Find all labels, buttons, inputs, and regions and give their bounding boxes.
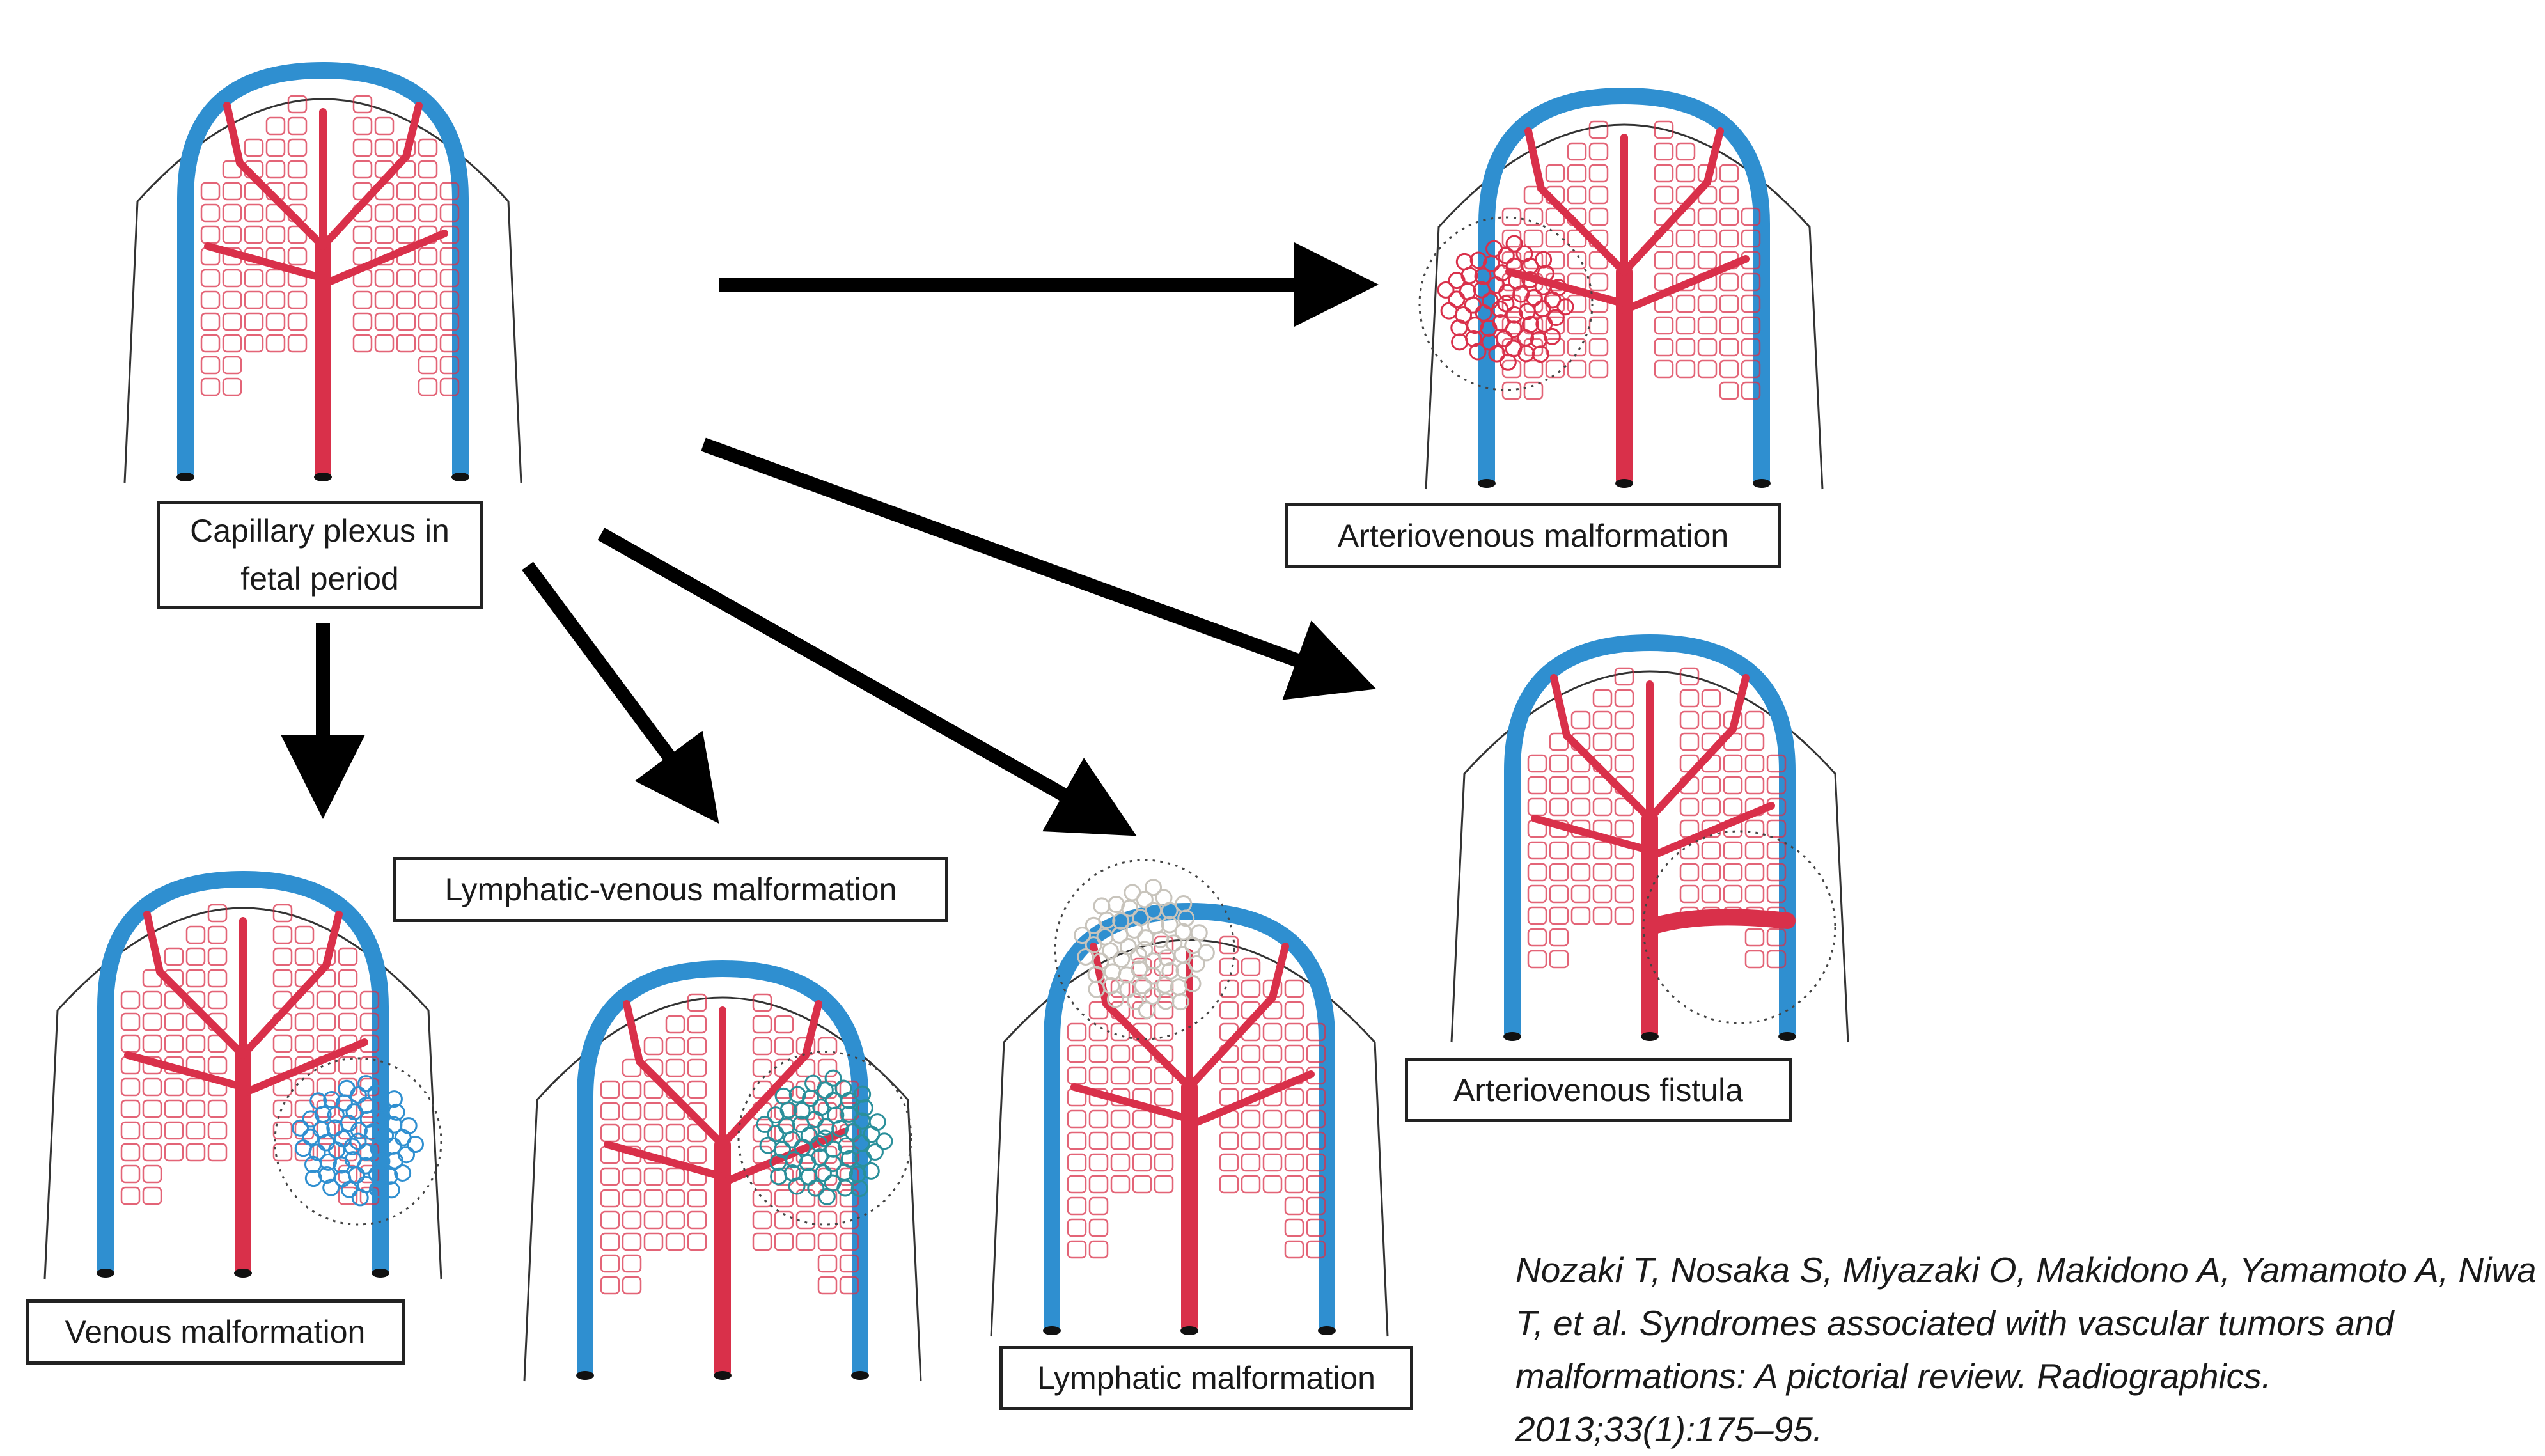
arrow-to-lymphatic-venous-malformation bbox=[528, 566, 694, 790]
vessel-opening bbox=[714, 1371, 732, 1380]
vessel-opening bbox=[97, 1269, 114, 1278]
vessel-opening bbox=[1180, 1326, 1198, 1335]
vessel-opening bbox=[451, 473, 469, 481]
lesion-lv bbox=[739, 1052, 911, 1225]
panel-arteriovenous-malformation bbox=[1420, 96, 1822, 489]
vessel-opening bbox=[576, 1371, 594, 1380]
vessel-opening bbox=[1043, 1326, 1061, 1335]
panel-venous-malformation bbox=[45, 879, 441, 1279]
vessel-opening bbox=[372, 1269, 389, 1278]
vessel-opening bbox=[234, 1269, 252, 1278]
lesion-venous bbox=[275, 1058, 441, 1225]
vessel-opening bbox=[1503, 1032, 1521, 1041]
vessel-opening bbox=[1318, 1326, 1336, 1335]
capillary-plexus-label: Capillary plexus in fetal period bbox=[157, 501, 483, 609]
lesion-lymph bbox=[1055, 860, 1234, 1039]
vessel-opening bbox=[1478, 479, 1496, 488]
arteriovenous-fistula-label: Arteriovenous fistula bbox=[1405, 1058, 1792, 1122]
vessel-opening bbox=[314, 473, 332, 481]
lesion-fistula bbox=[1643, 831, 1835, 1023]
lymphatic-malformation-label: Lymphatic malformation bbox=[999, 1346, 1413, 1410]
vessel-opening bbox=[851, 1371, 869, 1380]
citation-text: Nozaki T, Nosaka S, Miyazaki O, Makidono… bbox=[1515, 1244, 2539, 1456]
lesion-av bbox=[1420, 217, 1592, 390]
lymphatic-venous-malformation-label: Lymphatic-venous malformation bbox=[393, 857, 948, 922]
panel-lymphatic-malformation bbox=[991, 860, 1388, 1336]
vessel-opening bbox=[176, 473, 194, 481]
vessel-opening bbox=[1753, 479, 1771, 488]
vessel-opening bbox=[1615, 479, 1633, 488]
panel-arteriovenous-fistula bbox=[1452, 643, 1848, 1042]
arteriovenous-malformation-label: Arteriovenous malformation bbox=[1285, 503, 1781, 568]
vessel-opening bbox=[1641, 1032, 1659, 1041]
vessel-opening bbox=[1778, 1032, 1796, 1041]
venous-malformation-label: Venous malformation bbox=[26, 1299, 405, 1365]
panel-capillary-plexus bbox=[125, 70, 521, 483]
panel-lymphatic-venous-malformation bbox=[524, 969, 921, 1381]
